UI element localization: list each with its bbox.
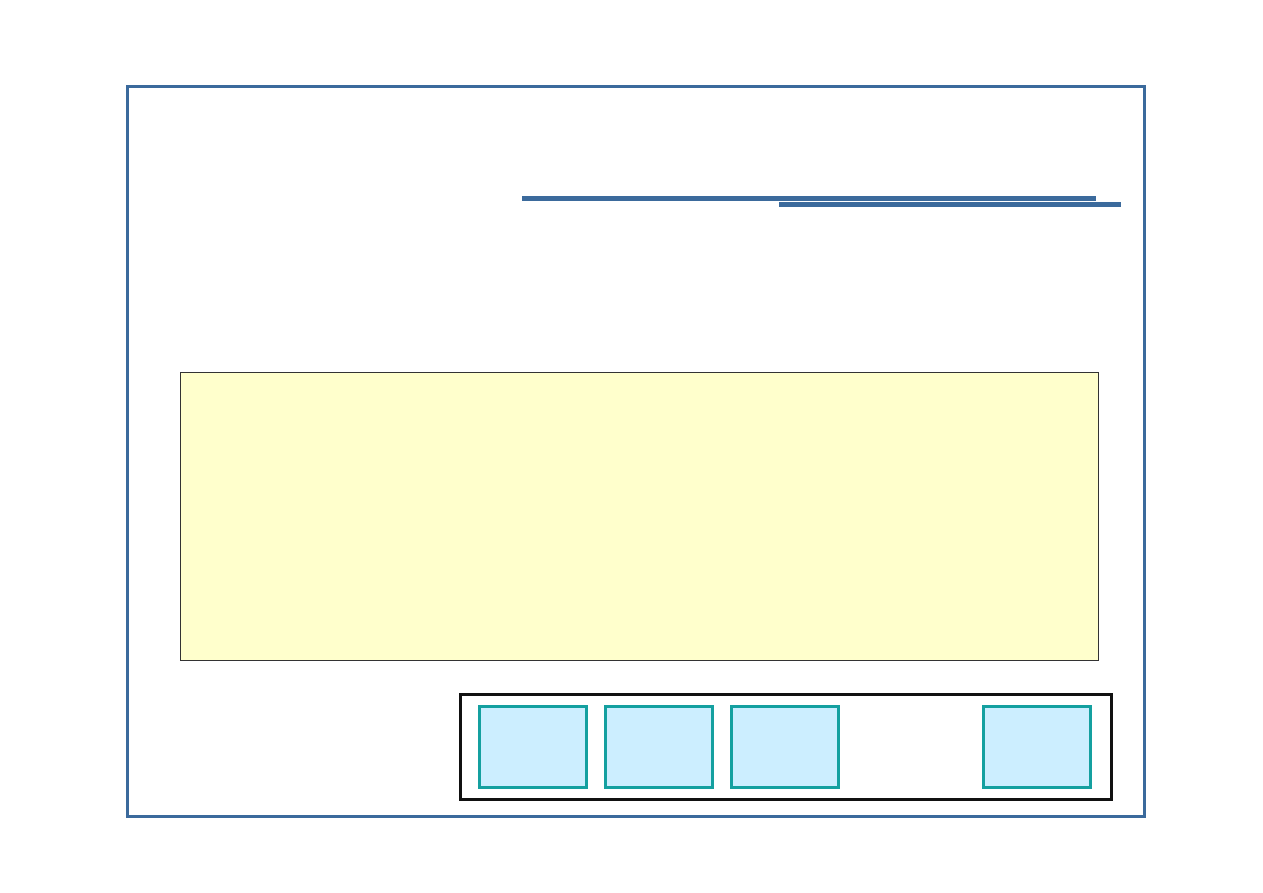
nav-button-2[interactable] (604, 705, 714, 789)
nav-button-3[interactable] (730, 705, 840, 789)
title-underline-secondary (779, 202, 1121, 207)
navigation-button-bar (459, 693, 1113, 801)
nav-button-1[interactable] (478, 705, 588, 789)
content-panel (180, 372, 1099, 661)
title-underline-primary (522, 196, 1096, 201)
nav-button-4[interactable] (982, 705, 1092, 789)
